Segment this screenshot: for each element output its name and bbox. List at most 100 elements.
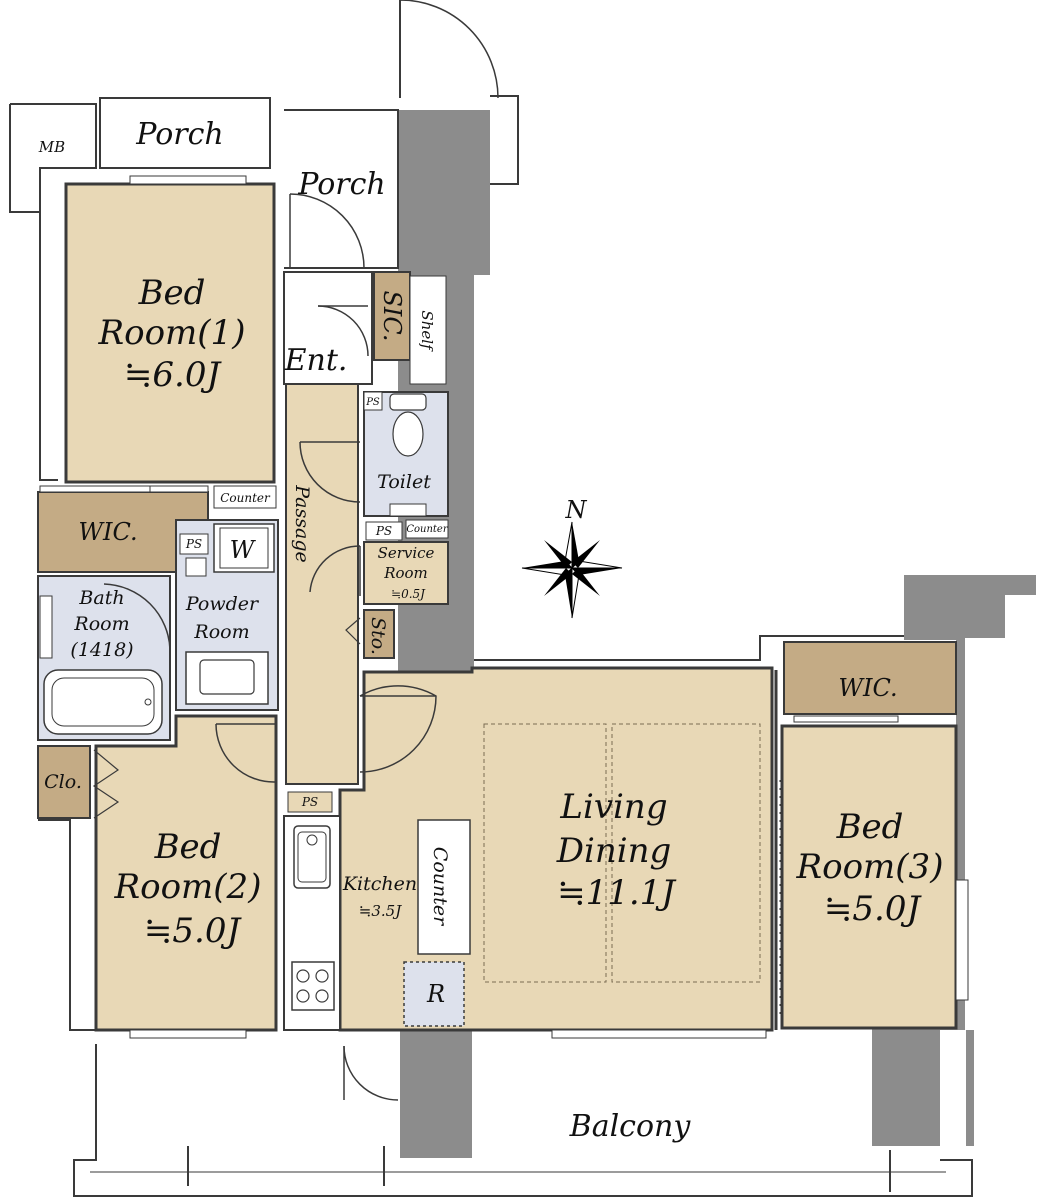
bathtub-drain: [144, 698, 152, 706]
label-wic-right: WIC.: [838, 674, 897, 702]
stove-burner: [296, 989, 310, 1003]
window: [955, 879, 969, 1001]
wall-column: [872, 1030, 940, 1146]
counter-box: [405, 519, 449, 539]
ps-kitchen: [287, 791, 333, 813]
door-swing: [215, 723, 277, 783]
label-bed-2-area: ≒5.0J: [144, 911, 243, 951]
label-counter-top: Counter: [220, 491, 271, 505]
label-living-area: ≒11.1J: [557, 873, 677, 913]
ps-box: [363, 391, 383, 411]
wall-column: [966, 1030, 974, 1146]
label-bath-1: Bath: [78, 587, 124, 609]
powder-sink-icon: [199, 659, 255, 695]
washer-inner: [219, 527, 269, 569]
door-swing: [103, 583, 171, 651]
ps-box: [185, 557, 207, 577]
room-service: [363, 541, 449, 605]
porch-1: [99, 97, 271, 169]
balcony-outline: [73, 1044, 973, 1197]
label-bed-3-title: Bed: [836, 807, 904, 847]
label-counter-kitchen: Counter: [429, 847, 451, 927]
toilet-tank-icon: [389, 393, 427, 411]
label-bath-2: Room: [73, 613, 129, 635]
door-swing: [309, 545, 361, 593]
room-closet: [37, 745, 91, 819]
label-entrance: Ent.: [284, 343, 348, 378]
label-bed-1-area: ≒6.0J: [124, 355, 223, 395]
room-entrance: [283, 271, 373, 385]
label-ps-toilet: PS: [365, 397, 380, 408]
compass-rose-icon: [521, 521, 623, 619]
stove-burner: [315, 989, 329, 1003]
toilet-sink-icon: [389, 503, 427, 517]
label-toilet: Toilet: [377, 471, 431, 493]
label-storage: Sto.: [367, 617, 389, 655]
ps-box: [179, 533, 209, 555]
bathtub-inner: [51, 677, 155, 727]
label-bed-2-room: Room(2): [114, 867, 262, 907]
label-ps-powder: PS: [185, 537, 202, 551]
label-closet: Clo.: [44, 771, 82, 793]
label-service-area: ≒0.5J: [391, 587, 426, 601]
label-service-1: Service: [378, 544, 435, 562]
counter-box: [213, 485, 277, 509]
label-shelf: Shelf: [418, 310, 436, 352]
ps-box: [365, 521, 403, 541]
door-swing: [299, 441, 361, 503]
fridge-space: [403, 961, 465, 1027]
label-service-2: Room: [383, 564, 428, 582]
room-passage: [285, 383, 359, 785]
stove-burner: [296, 969, 310, 983]
label-balcony: Balcony: [569, 1109, 692, 1144]
label-passage: Passage: [291, 484, 313, 563]
wic-left-door: [39, 485, 151, 493]
window: [149, 485, 209, 493]
outline: [490, 95, 519, 185]
door-swing: [359, 685, 437, 773]
room-wic-right: [783, 641, 957, 715]
label-ps-kitchen: PS: [301, 795, 318, 809]
closet-door: [92, 749, 120, 819]
outline: [38, 819, 96, 1031]
label-wic-left: WIC.: [78, 518, 137, 546]
window: [129, 175, 247, 185]
outline: [39, 212, 58, 481]
room-bed-3: [780, 724, 958, 1030]
closet-door: [345, 617, 361, 645]
room-sic: [373, 271, 411, 361]
shelf: [409, 275, 447, 385]
door-swing: [317, 305, 369, 357]
label-bed-1-title: Bed: [138, 273, 206, 313]
bath-bench: [39, 595, 53, 659]
outline: [284, 109, 399, 269]
outline: [474, 635, 904, 661]
label-kitchen-area: ≒3.5J: [359, 902, 402, 920]
wall-column: [398, 110, 490, 275]
outline: [9, 103, 97, 213]
door-swing: [399, 0, 499, 99]
kitchen-island-counter: [417, 819, 471, 955]
label-bed-1-room: Room(1): [98, 313, 246, 353]
label-bed-3-area: ≒5.0J: [824, 889, 923, 929]
stove-burner: [315, 969, 329, 983]
label-north: N: [565, 496, 588, 524]
label-sic: SIC.: [378, 290, 406, 341]
label-living-1: Living: [559, 787, 667, 827]
wall-column: [400, 1030, 472, 1158]
room-bed-1: [64, 182, 276, 484]
wic-right-door: [793, 715, 899, 723]
label-bed-3-room: Room(3): [796, 847, 944, 887]
washer-space: [213, 523, 275, 573]
label-powder-1: Powder: [185, 593, 260, 615]
kitchen-sink-icon: [293, 825, 331, 889]
label-bed-2-title: Bed: [154, 827, 222, 867]
label-washer: W: [230, 536, 257, 564]
label-porch-1: Porch: [135, 117, 224, 152]
kitchen-sink-bowl: [297, 831, 327, 883]
stove-icon: [291, 961, 335, 1011]
living-area-outline: [483, 723, 607, 983]
label-ps-service: PS: [375, 524, 392, 538]
label-fridge: R: [426, 980, 445, 1008]
